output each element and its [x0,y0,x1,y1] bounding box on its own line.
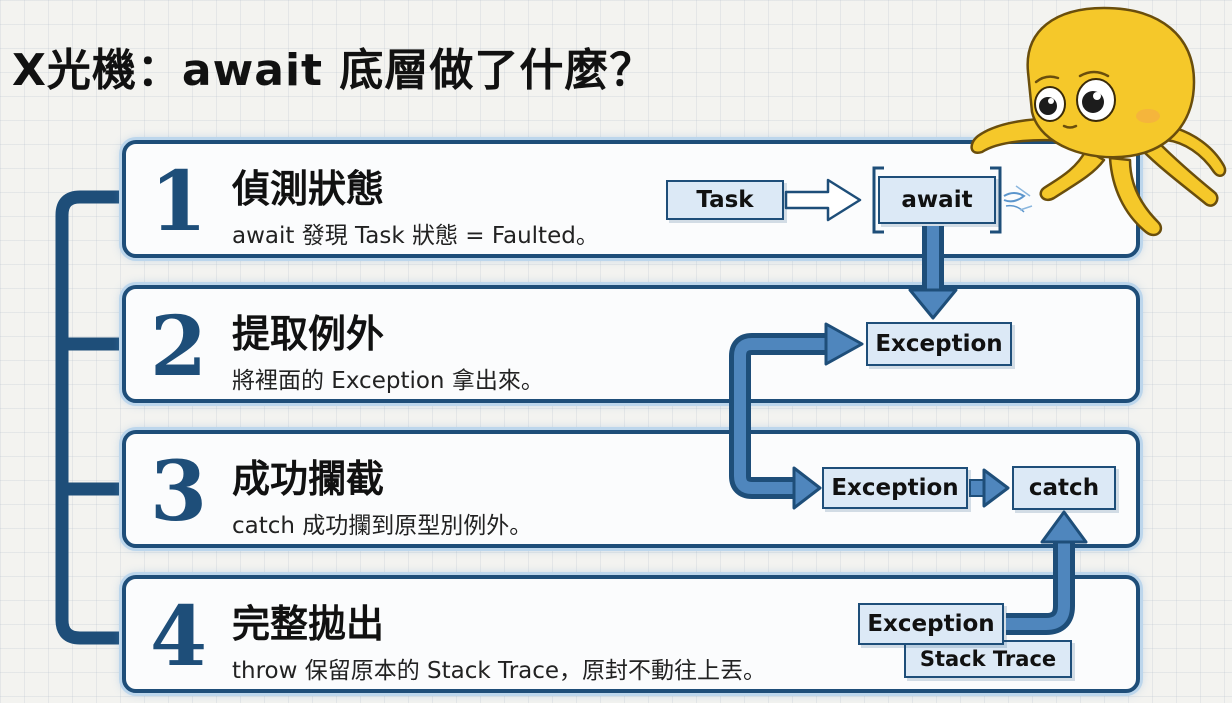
step-description: throw 保留原本的 Stack Trace，原封不動往上丟。 [232,658,767,684]
exception-thrown-box: Exception [858,603,1004,645]
catch-box: catch [1012,466,1116,510]
step-heading: 提取例外 [232,312,385,356]
page-title: X光機：await 底層做了什麼？ [12,45,655,96]
step-heading: 成功攔截 [232,457,385,501]
step-description: await 發現 Task 狀態 = Faulted。 [232,223,599,249]
step-number: 4 [150,589,208,685]
step-number: 2 [150,299,208,395]
step-description: catch 成功攔到原型別例外。 [232,513,533,539]
task-box: Task [666,180,784,220]
step-heading: 偵測狀態 [232,167,385,211]
exception-extracted-box: Exception [866,322,1012,366]
step-number: 1 [150,154,208,250]
step-description: 將裡面的 Exception 拿出來。 [232,368,544,394]
step-number: 3 [150,444,208,540]
step-heading: 完整拋出 [232,602,385,646]
step-card-3: 3 成功攔截 catch 成功攔到原型別例外。 [122,430,1140,548]
step-card-4: 4 完整拋出 throw 保留原本的 Stack Trace，原封不動往上丟。 [122,575,1140,693]
exception-caught-box: Exception [822,467,968,509]
